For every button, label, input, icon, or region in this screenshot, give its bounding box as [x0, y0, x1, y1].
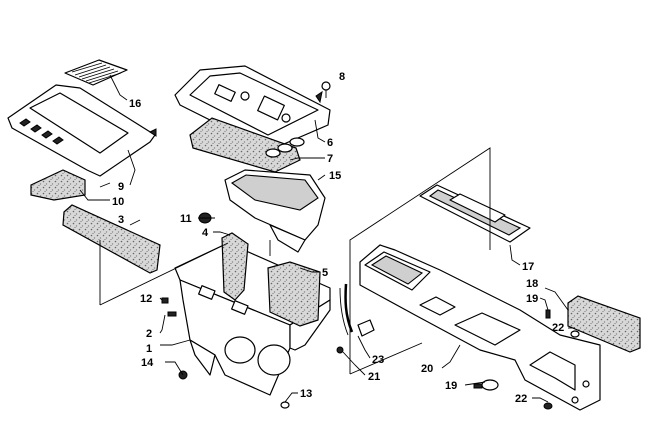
- inner-foam-right: [267, 261, 321, 327]
- callout-5: 5: [322, 267, 328, 279]
- callout-6: 6: [327, 137, 333, 149]
- callout-23: 23: [372, 354, 384, 366]
- airbox-lid: [174, 65, 331, 151]
- callout-11: 11: [180, 213, 192, 225]
- side-foam-filter: [62, 204, 161, 274]
- callout-12: 12: [140, 293, 152, 305]
- pre-filter-pad: [30, 169, 86, 201]
- callout-1: 1: [146, 343, 152, 355]
- callout-13: 13: [300, 388, 312, 400]
- filter-cover: [7, 84, 157, 177]
- callout-16: 16: [129, 98, 141, 110]
- intake-grille: [64, 59, 128, 86]
- callout-17: 17: [522, 261, 534, 273]
- breather-tube: [339, 283, 375, 337]
- callout-labels: 1 2 3 4 5 6 7 8 9 10 11 12 13 14 15 16 1…: [112, 71, 564, 405]
- callout-21: 21: [368, 371, 380, 383]
- callout-2: 2: [146, 328, 152, 340]
- lid-foam-seal: [189, 117, 305, 173]
- callout-18: 18: [526, 278, 538, 290]
- callout-4: 4: [202, 227, 209, 239]
- callout-22a: 22: [552, 322, 564, 334]
- callout-20: 20: [421, 363, 433, 375]
- inner-foam-left: [221, 232, 249, 301]
- console-body: [359, 244, 601, 411]
- callout-19b: 19: [445, 380, 457, 392]
- intake-duct: [224, 169, 326, 253]
- console-foam-filter: [567, 295, 641, 353]
- callout-8: 8: [339, 71, 345, 83]
- callout-19a: 19: [526, 293, 538, 305]
- callout-10: 10: [112, 196, 124, 208]
- callout-14: 14: [141, 357, 154, 369]
- leader-lines: [79, 74, 575, 403]
- callout-15: 15: [329, 170, 341, 182]
- console-frame-gasket: [419, 184, 531, 243]
- reference-lines: [99, 147, 491, 375]
- callout-7: 7: [327, 153, 333, 165]
- callout-22b: 22: [515, 393, 527, 405]
- callout-3: 3: [118, 214, 124, 226]
- screw-8: [321, 81, 331, 98]
- callout-9: 9: [118, 181, 124, 193]
